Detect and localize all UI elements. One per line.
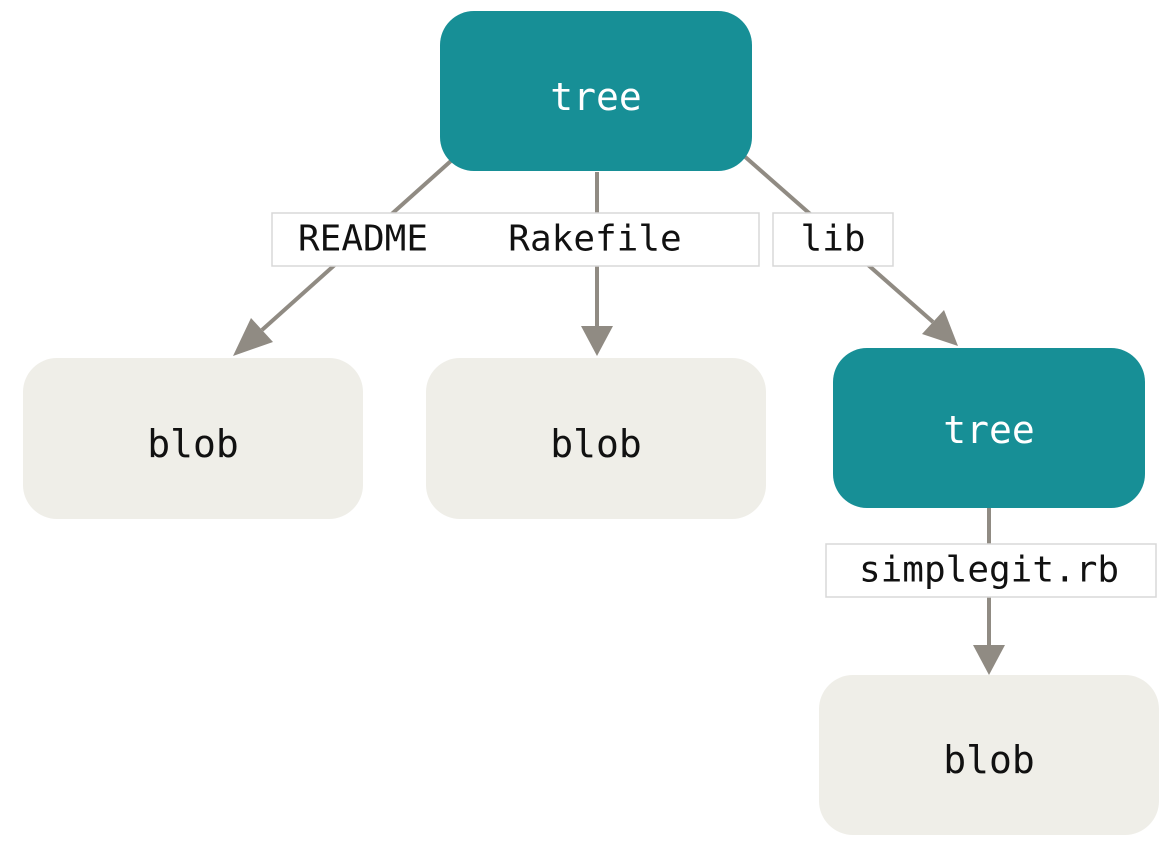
tree-node-lib: tree xyxy=(833,348,1145,508)
nodes: tree blob blob tree blob xyxy=(23,11,1159,835)
blob-node-rakefile: blob xyxy=(426,358,766,519)
edge-label-rakefile: Rakefile xyxy=(508,219,681,260)
edge-rakefile-arrowhead xyxy=(581,326,613,356)
edge-label-readme: README xyxy=(298,219,428,260)
blob-node-readme-label: blob xyxy=(147,422,239,466)
edge-label-simplegit: simplegit.rb xyxy=(859,550,1119,591)
blob-node-simplegit-label: blob xyxy=(943,738,1035,782)
blob-node-rakefile-label: blob xyxy=(550,422,642,466)
tree-node-lib-label: tree xyxy=(943,408,1035,452)
tree-node-root: tree xyxy=(440,11,752,171)
tree-node-root-label: tree xyxy=(550,75,642,119)
blob-node-simplegit: blob xyxy=(819,675,1159,835)
edge-label-lib: lib xyxy=(800,219,865,260)
edge-labels: README Rakefile lib simplegit.rb xyxy=(271,212,1157,598)
edge-readme-arrowhead xyxy=(233,318,273,356)
edge-simplegit-arrowhead xyxy=(973,645,1005,675)
edge-lib-arrowhead xyxy=(922,310,958,346)
blob-node-readme: blob xyxy=(23,358,363,519)
